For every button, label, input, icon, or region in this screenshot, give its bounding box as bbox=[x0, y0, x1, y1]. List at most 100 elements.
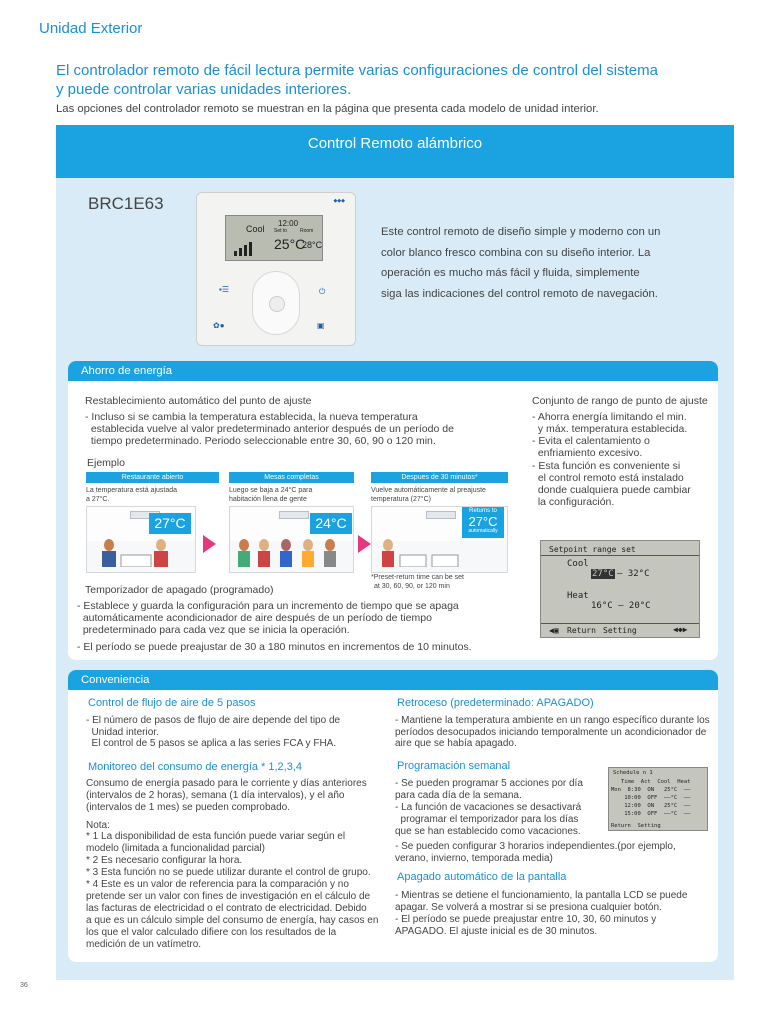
example-scene-1: 27°C bbox=[86, 506, 196, 573]
weekly-title: Programación semanal bbox=[397, 760, 511, 772]
lcd-time: 12:00 bbox=[278, 219, 299, 228]
cool-low-value: 27°C bbox=[591, 569, 615, 579]
energy-title: Ahorro de energía bbox=[81, 365, 173, 377]
note-line: Nota: bbox=[86, 820, 110, 831]
timer-line: - Establece y guarda la configuración pa… bbox=[77, 600, 459, 612]
note-line: modelo (limitada a funcionalidad parcial… bbox=[86, 843, 265, 854]
range-line: y máx. temperatura establecida. bbox=[532, 423, 688, 435]
heat-range-value: 16°C – 20°C bbox=[591, 601, 651, 611]
convenience-header: Conveniencia bbox=[68, 670, 718, 690]
energy-header: Ahorro de energía bbox=[68, 361, 718, 381]
monitor-line: Consumo de energía pasado para le corrie… bbox=[86, 778, 367, 789]
fan-bars-icon bbox=[234, 242, 252, 256]
range-line: - Esta función es conveniente si bbox=[532, 460, 681, 472]
scene-temp-2: 24°C bbox=[310, 513, 352, 534]
note-line: las facturas de electricidad o el contra… bbox=[86, 903, 367, 914]
schedule-row: 15:00 OFF ––°C –– bbox=[611, 811, 691, 817]
enter-button-icon bbox=[269, 296, 285, 312]
preset-note-1: *Preset-return time can be set bbox=[371, 574, 464, 581]
cancel-icon: ▣ bbox=[317, 321, 325, 330]
lcd-room-label: Room bbox=[300, 228, 314, 234]
timer-line: automáticamente acondicionador de aire d… bbox=[77, 612, 432, 624]
weekly-line: verano, invierno, temporada media) bbox=[395, 853, 553, 864]
lcd-off-line: APAGADO. El ajuste inicial es de 30 minu… bbox=[395, 926, 598, 937]
automatically-label: automatically bbox=[468, 528, 498, 534]
weekly-line: - Se pueden programar 5 acciones por día bbox=[395, 778, 583, 789]
intro-subtext: Las opciones del controlador remoto se m… bbox=[56, 103, 599, 115]
example-text-1b: a 27°C. bbox=[86, 496, 110, 503]
intro-line-2: y puede controlar varias unidades interi… bbox=[56, 81, 352, 98]
setting-label: Setting bbox=[603, 626, 637, 635]
setback-line: períodos desocupados iniciando temporalm… bbox=[395, 727, 707, 738]
weekly-line: para cada día de la semana. bbox=[395, 790, 522, 801]
setpoint-screen-title: Setpoint range set bbox=[549, 545, 636, 554]
note-line: * 4 Este es un valor de referencia para … bbox=[86, 879, 349, 890]
setpoint-range-screen: Setpoint range set Cool 27°C – 32°C Heat… bbox=[540, 540, 700, 638]
range-line: la configuración. bbox=[532, 496, 615, 508]
lcd-set-label: Set to bbox=[274, 228, 288, 234]
setback-line: - Mantiene la temperatura ambiente en un… bbox=[395, 715, 710, 726]
schedule-row: 10:00 OFF ––°C –– bbox=[611, 795, 691, 801]
example-label-2: Mesas completas bbox=[229, 472, 354, 483]
arrow-right-icon bbox=[203, 535, 216, 553]
return-icon: ◀▣ bbox=[549, 626, 559, 635]
desc-line: siga las indicaciones del control remoto… bbox=[381, 287, 658, 300]
fan-icon: ✿● bbox=[213, 321, 225, 330]
lcd-off-title: Apagado automático de la pantalla bbox=[397, 871, 567, 883]
airflow-line: Unidad interior. bbox=[86, 727, 159, 738]
monitor-title: Monitoreo del consumo de energía * 1,2,3… bbox=[88, 761, 303, 773]
monitor-line: (intervalos de 2 horas), semana (1 día i… bbox=[86, 790, 345, 801]
range-line: donde cualquiera puede cambiar bbox=[532, 484, 691, 496]
note-line: * 2 Es necesario configurar la hora. bbox=[86, 855, 243, 866]
example-label: Ejemplo bbox=[87, 457, 125, 469]
note-line: los que el valor calculado difiere con l… bbox=[86, 927, 337, 938]
example-text-3a: Vuelve automáticamente al preajuste bbox=[371, 487, 486, 494]
page-number: 36 bbox=[20, 982, 28, 989]
convenience-title: Conveniencia bbox=[81, 674, 150, 686]
range-line: enfriamiento excesivo. bbox=[532, 447, 643, 459]
note-line: * 3 Esta función no se puede utilizar du… bbox=[86, 867, 371, 878]
cool-label: Cool bbox=[567, 559, 589, 569]
crowd-icon bbox=[238, 539, 336, 567]
airflow-title: Control de flujo de aire de 5 pasos bbox=[88, 697, 256, 709]
remote-lcd: 12:00 Cool Set to Room 25°C 28°C bbox=[225, 215, 323, 261]
lcd-off-line: - El período se puede preajustar entre 1… bbox=[395, 914, 657, 925]
example-scene-3: Returns to 27°C automatically bbox=[371, 506, 508, 573]
weekly-line: - La función de vacaciones se desactivar… bbox=[395, 802, 582, 813]
note-line: * 1 La disponibilidad de esta función pu… bbox=[86, 831, 346, 842]
example-label-1: Restaurante abierto bbox=[86, 472, 219, 483]
brand-logo-icon: ◆◆◆ bbox=[333, 198, 345, 204]
schedule-row: 12:00 ON 25°C –– bbox=[611, 803, 691, 809]
weekly-line: que se han establecido como vacaciones. bbox=[395, 826, 581, 837]
example-label-3: Despues de 30 minutos* bbox=[371, 472, 508, 483]
schedule-footer: Return Setting bbox=[611, 823, 661, 829]
intro-heading: El controlador remoto de fácil lectura p… bbox=[56, 61, 746, 99]
power-icon: ⏻ bbox=[319, 287, 326, 296]
scene-temp-3: Returns to 27°C automatically bbox=[462, 507, 504, 538]
example-scene-2: 24°C bbox=[229, 506, 354, 573]
preset-note-2: at 30, 60, 90, or 120 min bbox=[374, 583, 450, 590]
model-name: BRC1E63 bbox=[88, 194, 164, 213]
example-text-2a: Luego se baja a 24°C para bbox=[229, 487, 313, 494]
auto-reset-line: establecida vuelve al valor predetermina… bbox=[85, 423, 454, 435]
arrow-right-icon bbox=[358, 535, 371, 553]
range-title: Conjunto de rango de punto de ajuste bbox=[532, 395, 708, 407]
remote-controller-image: ◆◆◆ 12:00 Cool Set to Room 25°C 28°C ▪☰ … bbox=[196, 192, 356, 346]
intro-line-1: El controlador remoto de fácil lectura p… bbox=[56, 62, 658, 79]
heat-label: Heat bbox=[567, 591, 589, 601]
ac-unit-icon bbox=[279, 511, 310, 519]
timer-line: predeterminado para cada vez que se inic… bbox=[77, 624, 350, 636]
auto-reset-line: - Incluso si se cambia la temperatura es… bbox=[85, 411, 418, 423]
weekly-line: - Se pueden configurar 3 horarios indepe… bbox=[395, 841, 676, 852]
returns-to-label: Returns to bbox=[469, 508, 497, 514]
timer-line: - El período se puede preajustar de 30 a… bbox=[77, 641, 472, 653]
lcd-off-line: apagar. Se volverá a mostrar si se presi… bbox=[395, 902, 662, 913]
scene-temp-3-value: 27°C bbox=[468, 514, 498, 529]
panel-title: Control Remoto alámbrico bbox=[307, 135, 483, 152]
remote-description: Este control remoto de diseño simple y m… bbox=[381, 222, 691, 304]
schedule-head: Time Act Cool Heat bbox=[611, 779, 691, 785]
schedule-title: Schedule n 1 bbox=[613, 770, 653, 776]
arrows-icon: ◀◆▶ bbox=[673, 625, 688, 634]
note-line: medición de un vatímetro. bbox=[86, 939, 202, 950]
range-line: - Evita el calentamiento o bbox=[532, 435, 650, 447]
